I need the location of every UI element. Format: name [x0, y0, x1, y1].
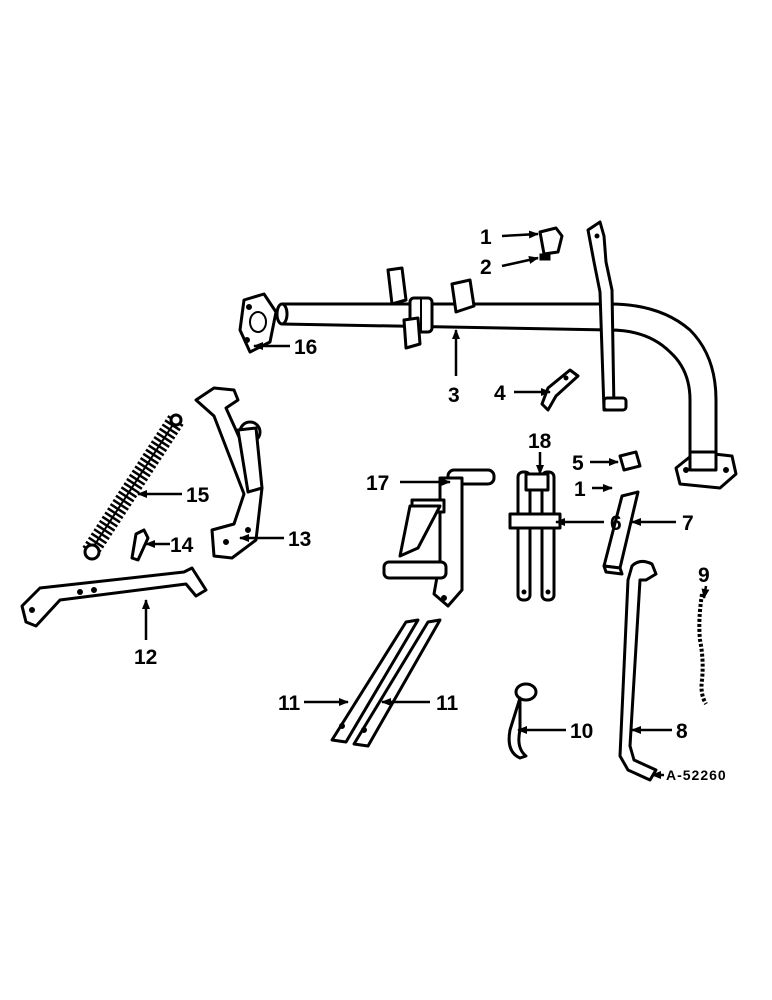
callout-8: 8: [631, 720, 688, 743]
label-1-lower: 1: [574, 478, 586, 501]
foot-flange: [674, 450, 738, 490]
callout-14: 14: [145, 534, 194, 557]
callout-7: 7: [631, 512, 694, 535]
flange-plate-part-16: [238, 292, 278, 354]
callout-17: 17: [366, 472, 451, 495]
label-12: 12: [134, 646, 157, 669]
eye-clip-part-10: [507, 682, 538, 760]
callout-1-upper: 1: [480, 226, 539, 249]
z-bracket-part-13: [194, 386, 264, 560]
label-11-left: 11: [278, 692, 301, 715]
label-4: 4: [494, 382, 506, 405]
label-17: 17: [366, 472, 389, 495]
callout-2: 2: [480, 256, 539, 279]
callout-6: 6: [555, 512, 622, 535]
label-10: 10: [570, 720, 593, 743]
bent-bar-part-12: [20, 566, 208, 628]
pin-part-1: [538, 226, 564, 256]
callout-15: 15: [137, 484, 210, 507]
label-8: 8: [676, 720, 688, 743]
flat-bars-part-11: [330, 618, 442, 748]
label-7: 7: [682, 512, 694, 535]
callout-1-lower: 1: [574, 478, 613, 501]
label-9: 9: [698, 564, 710, 587]
label-6: 6: [610, 512, 622, 535]
label-18: 18: [528, 430, 552, 453]
bracket-part-4: [540, 368, 580, 412]
callout-13: 13: [239, 528, 311, 551]
rod-part-8: [618, 559, 658, 782]
callout-3: 3: [448, 329, 460, 407]
bar-part-7: [602, 490, 640, 576]
callout-11-left: 11: [278, 692, 349, 715]
callout-10: 10: [517, 720, 593, 743]
drawing-code: A-52260: [666, 767, 727, 783]
label-5: 5: [572, 452, 584, 475]
pin-part-14: [130, 528, 150, 562]
block-part-5: [618, 450, 642, 472]
vertical-lever-arm: [586, 220, 628, 412]
label-16: 16: [294, 336, 317, 359]
label-14: 14: [170, 534, 194, 557]
drawing-code-marker: A-52260: [651, 767, 727, 783]
callout-4: 4: [494, 382, 551, 405]
callout-11-right: 11: [381, 692, 459, 715]
callout-9: 9: [698, 564, 710, 599]
nut-part-2: [539, 253, 551, 261]
label-13: 13: [288, 528, 311, 551]
callout-5: 5: [572, 452, 619, 475]
cable-part-9: [697, 593, 708, 706]
callout-12: 12: [134, 599, 157, 669]
label-1-upper: 1: [480, 226, 492, 249]
cross-shaft-part-3: [275, 296, 718, 464]
callout-16: 16: [253, 336, 317, 359]
callout-18: 18: [528, 430, 552, 475]
label-2: 2: [480, 256, 492, 279]
bell-crank-part-17: [382, 468, 496, 608]
label-3: 3: [448, 384, 460, 407]
link-assembly-part-6: [508, 470, 562, 602]
shaft-bracket-plates: [386, 266, 476, 350]
label-15: 15: [186, 484, 210, 507]
label-11-right: 11: [436, 692, 459, 715]
spring-part-15: [82, 413, 184, 561]
